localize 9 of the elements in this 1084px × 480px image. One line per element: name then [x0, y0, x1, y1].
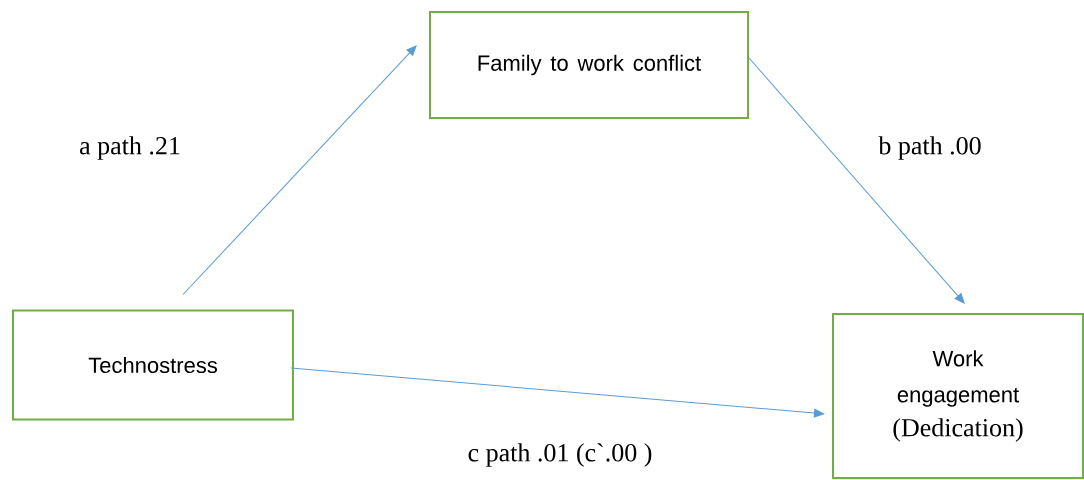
process-box: Work engagement (Dedication)	[832, 313, 1084, 479]
edge-label: c path .01 (c`.00 )	[466, 442, 654, 468]
arrow	[182, 45, 417, 295]
edge-label: b path .00	[877, 135, 983, 161]
process-box: Technostress	[12, 309, 294, 421]
arrow	[748, 57, 965, 304]
process-box: Family to work conflict	[429, 11, 749, 119]
edge-label: a path .21	[78, 135, 182, 161]
arrow	[290, 367, 825, 418]
